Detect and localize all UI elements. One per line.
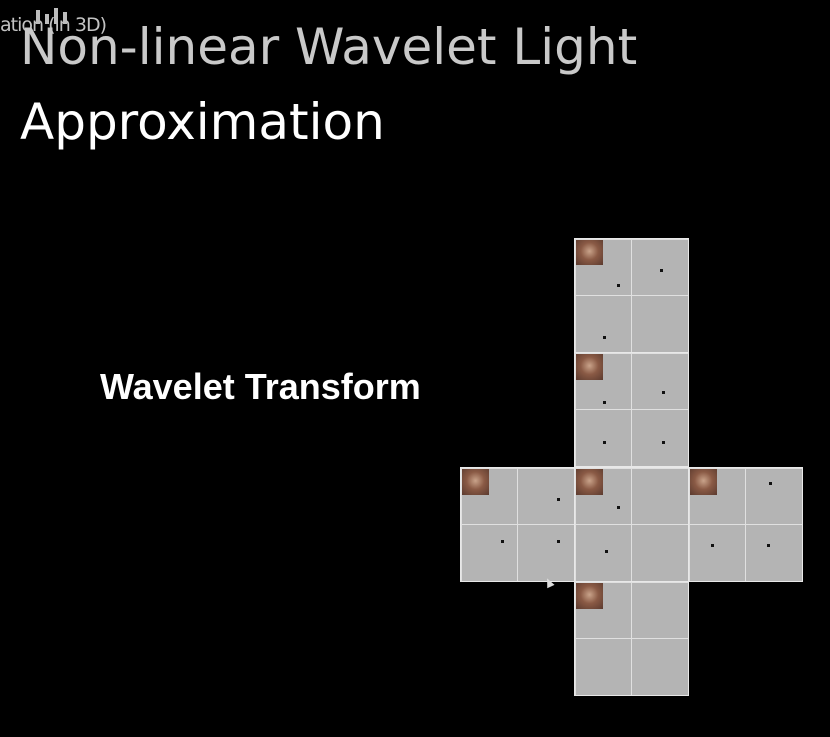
title-line-1: Non-linear Wavelet Light [20,18,638,76]
cube-face-front [574,467,689,582]
cube-face-left [460,467,575,582]
cube-face-top [574,238,689,353]
cube-face-back [574,352,689,467]
cube-face-bottom [574,581,689,696]
cube-face-right [688,467,803,582]
ghost-bars-artifact [36,8,67,24]
previous-slide-ghost-text: ation (in 3D) [0,14,107,36]
wavelet-transform-label: Wavelet Transform [100,366,421,407]
title-line-2: Approximation [20,93,385,151]
slide-title: Non-linear Wavelet Light Approximation [20,10,637,160]
